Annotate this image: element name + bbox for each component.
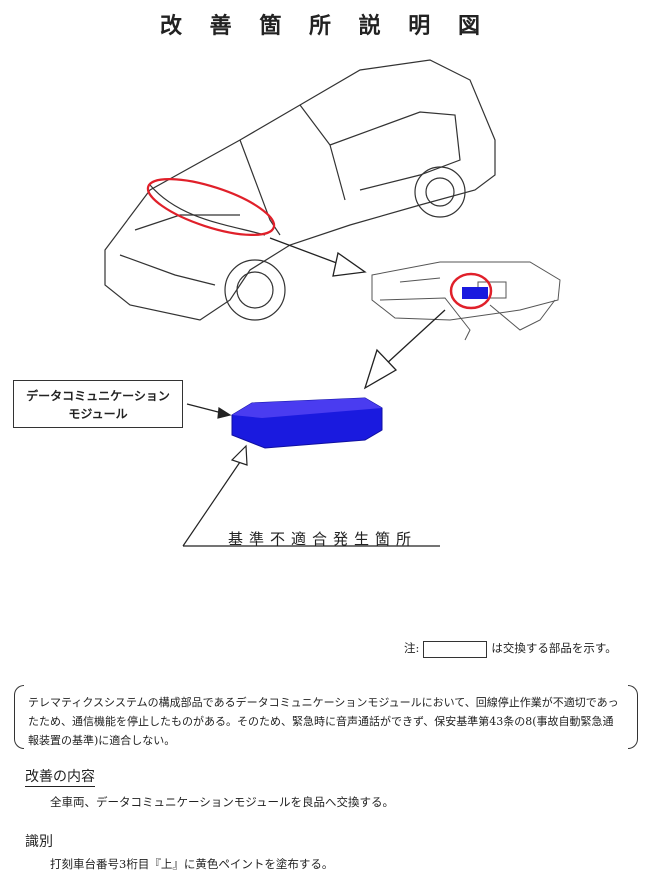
page-title: 改 善 箇 所 説 明 図 [160,13,490,39]
identification-text: 打刻車台番号3桁目『上』に黄色ペイントを塗布する。 [50,857,334,871]
arrow-label-to-module [186,403,232,419]
arrow-to-module [363,309,446,390]
note-legend-box [423,640,488,658]
fault-location-label: 基準不適合発生箇所 [228,530,418,548]
arrow-fault-to-module [182,444,440,547]
improvement-heading: 改善の内容 [25,766,95,787]
note-prefix: 注: [404,641,420,655]
bracket-left [14,685,24,749]
highlight-ellipse-car [146,178,276,236]
diagram-illustration [104,59,561,547]
improvement-text: 全車両、データコミュニケーションモジュールを良品へ交換する。 [50,795,394,809]
module-in-dash [462,287,488,299]
note-suffix: は交換する部品を示す。 [491,641,617,655]
identification-heading: 識別 [25,834,53,850]
arrow-to-dashboard [269,237,367,277]
data-communication-module [104,397,383,449]
bracket-right [628,685,638,749]
replacement-note: 注: は交換する部品を示す。 [404,640,617,658]
car-illustration [104,59,496,321]
highlight-ellipse-dash [449,272,493,310]
module-label-box: データコミュニケーション モジュール [13,380,183,428]
module-label-line1: データコミュニケーション [26,389,170,403]
description-text: テレマティクスシステムの構成部品であるデータコミュニケーションモジュールにおいて… [28,696,619,747]
defect-description: テレマティクスシステムの構成部品であるデータコミュニケーションモジュールにおいて… [10,685,638,749]
module-label-line2: モジュール [68,407,128,421]
